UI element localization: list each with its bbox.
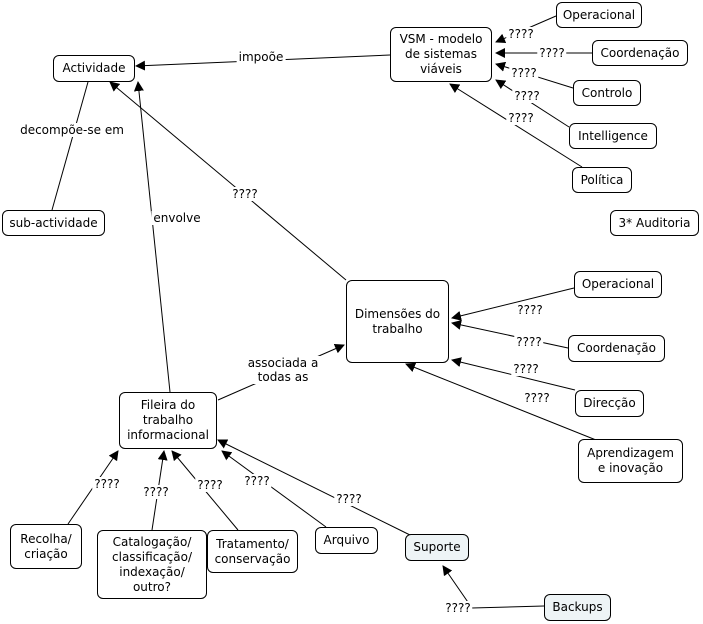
node-dimensoes[interactable]: Dimensões do trabalho [346, 280, 449, 363]
node-recolha[interactable]: Recolha/ criação [10, 524, 82, 569]
edge-dim-aprendizagem [405, 362, 597, 441]
label-unknown-vsm-operacional: ???? [506, 27, 536, 41]
label-unknown-recolha: ???? [92, 477, 122, 491]
edge-vsm-intelligence [495, 79, 570, 128]
node-dim-coordenacao[interactable]: Coordenação [568, 335, 665, 362]
node-tratamento[interactable]: Tratamento/ conservação [207, 530, 298, 573]
node-vsm-intelligence[interactable]: Intelligence [569, 123, 657, 149]
node-actividade[interactable]: Actividade [53, 55, 135, 82]
edge-dim-coordenacao [451, 320, 569, 349]
node-backups[interactable]: Backups [544, 594, 611, 621]
edge-dimensoes-actividade [109, 81, 347, 281]
label-unknown-dim-direccao: ???? [511, 362, 541, 376]
node-suporte[interactable]: Suporte [405, 534, 469, 561]
label-impoe: impoõe [236, 50, 286, 64]
label-unknown-tratamento: ???? [195, 478, 225, 492]
node-dim-operacional[interactable]: Operacional [574, 271, 662, 298]
label-unknown-backups: ???? [443, 601, 473, 615]
label-unknown-dim-coordenacao: ???? [514, 335, 544, 349]
node-vsm-operacional[interactable]: Operacional [556, 2, 642, 28]
node-sub-actividade[interactable]: sub-actividade [2, 210, 105, 236]
node-dim-direccao[interactable]: Direcção [575, 390, 644, 417]
edge-vsm-politica [449, 83, 583, 168]
label-decompoe: decompõe-se em [18, 123, 126, 137]
node-vsm-controlo[interactable]: Controlo [573, 80, 641, 106]
label-unknown-vsm-controlo: ???? [509, 66, 539, 80]
label-unknown-vsm-politica: ???? [506, 111, 536, 125]
label-unknown-arquivo: ???? [242, 474, 272, 488]
label-envolve: envolve [151, 211, 203, 225]
node-catalogacao[interactable]: Catalogação/ classificação/ indexação/ o… [97, 530, 207, 599]
label-unknown-vsm-coordenacao: ???? [537, 46, 567, 60]
label-unknown-suporte: ???? [334, 492, 364, 506]
edge-arquivo [221, 450, 327, 528]
edge-dim-operacional [451, 287, 575, 321]
label-unknown-catalogacao: ???? [141, 485, 171, 499]
label-unknown-vsm-intelligence: ???? [512, 89, 542, 103]
label-unknown-dim-operacional: ???? [515, 303, 545, 317]
node-dim-aprendizagem[interactable]: Aprendizagem e inovação [578, 439, 683, 483]
edge-decompoe [51, 81, 89, 211]
label-unknown-dim-aprendizagem: ???? [522, 391, 552, 405]
label-associada: associada a todas as [245, 356, 321, 384]
node-vsm-politica[interactable]: Política [572, 167, 632, 193]
edge-suporte [217, 439, 411, 536]
node-vsm-coordenacao[interactable]: Coordenação [592, 40, 688, 66]
node-vsm[interactable]: VSM - modelo de sistemas viáveis [390, 27, 492, 82]
node-fileira[interactable]: Fileira do trabalho informacional [119, 392, 217, 449]
edge-envolve [133, 81, 171, 393]
label-unknown-dimensoes-actividade: ???? [230, 187, 260, 201]
node-arquivo[interactable]: Arquivo [315, 527, 378, 554]
node-auditoria[interactable]: 3* Auditoria [610, 210, 699, 236]
